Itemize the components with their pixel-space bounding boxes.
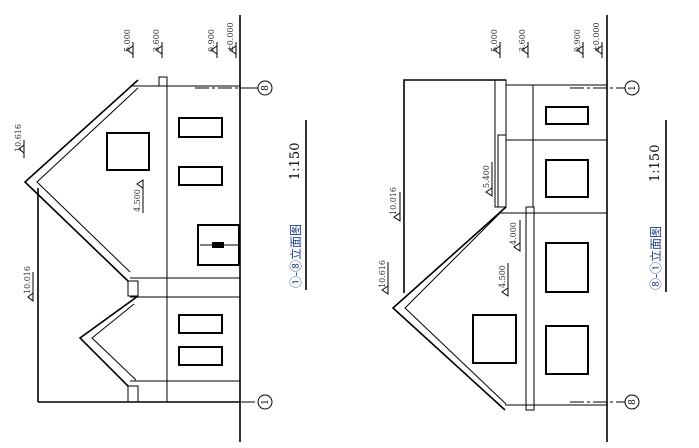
axis-marker-8: [624, 394, 640, 410]
level-5400: 5.400: [482, 165, 491, 188]
rear-roof-outline: [403, 79, 506, 293]
main-gable-roof-inner: [36, 87, 139, 273]
axis-label: 1: [261, 399, 271, 405]
window: [178, 346, 223, 366]
window: [178, 166, 223, 186]
eave-end: [127, 385, 139, 403]
axis-label: 8: [628, 399, 638, 405]
window: [178, 117, 223, 138]
window: [178, 314, 223, 334]
level-marks: 5.000 3.600 0.900 ±0.000 5.400 4.000 4.5…: [378, 22, 603, 297]
level-5000: 5.000: [123, 29, 132, 52]
drawing-title: ⑧-①立面图: [648, 226, 663, 290]
level-0900: 0.900: [573, 29, 582, 52]
level-4500: 4.500: [133, 189, 142, 212]
chimney: [158, 76, 168, 87]
small-gable-roof-inner: [91, 303, 137, 381]
level-4500: 4.500: [498, 265, 507, 288]
door: [197, 224, 240, 266]
level-10016: 10.016: [389, 187, 398, 215]
level-5000: 5.000: [490, 29, 499, 52]
window: [545, 106, 589, 125]
level-0000: ±0.000: [226, 22, 235, 52]
level-4000: 4.000: [509, 222, 518, 245]
eave-strip-inner: [497, 134, 507, 208]
level-10616: 10.616: [14, 124, 23, 152]
floor-band: [525, 206, 535, 411]
gable-roof: [391, 206, 507, 411]
drawing-scale: 1:150: [288, 143, 303, 180]
window: [545, 325, 589, 375]
level-marks: 5.000 3.600 0.900 ±0.000 10.616 10.016 4…: [14, 22, 237, 303]
left-elevation: 8 1 5.000 3.600 0.900 ±0.000 10.616 10.0…: [14, 15, 307, 442]
axis-marker-1: [257, 394, 273, 410]
axis-marker-1: [624, 80, 640, 96]
level-3600: 3.600: [152, 29, 161, 52]
drawing-scale: 1:150: [648, 145, 663, 182]
level-3600: 3.600: [518, 29, 527, 52]
gable-roof-inner: [404, 212, 507, 405]
axis-label: 8: [261, 85, 271, 91]
eave-strip: [494, 79, 507, 208]
axis-label: 1: [628, 85, 638, 91]
window: [545, 242, 589, 293]
window: [106, 132, 150, 171]
roof-valley: [127, 280, 139, 297]
level-0900: 0.900: [207, 29, 216, 52]
main-gable-roof: [23, 79, 139, 282]
drawing-title: ①-⑧立面图: [288, 224, 303, 288]
level-10616: 10.616: [378, 260, 387, 288]
small-gable-roof: [78, 295, 139, 387]
level-10016: 10.016: [23, 266, 32, 294]
window: [472, 314, 517, 364]
window: [545, 159, 589, 198]
axis-marker-8: [257, 80, 273, 96]
level-0000: ±0.000: [592, 22, 601, 52]
right-elevation: 1 8 5.000 3.600 0.900 ±0.000 5.400 4.000…: [378, 15, 667, 442]
